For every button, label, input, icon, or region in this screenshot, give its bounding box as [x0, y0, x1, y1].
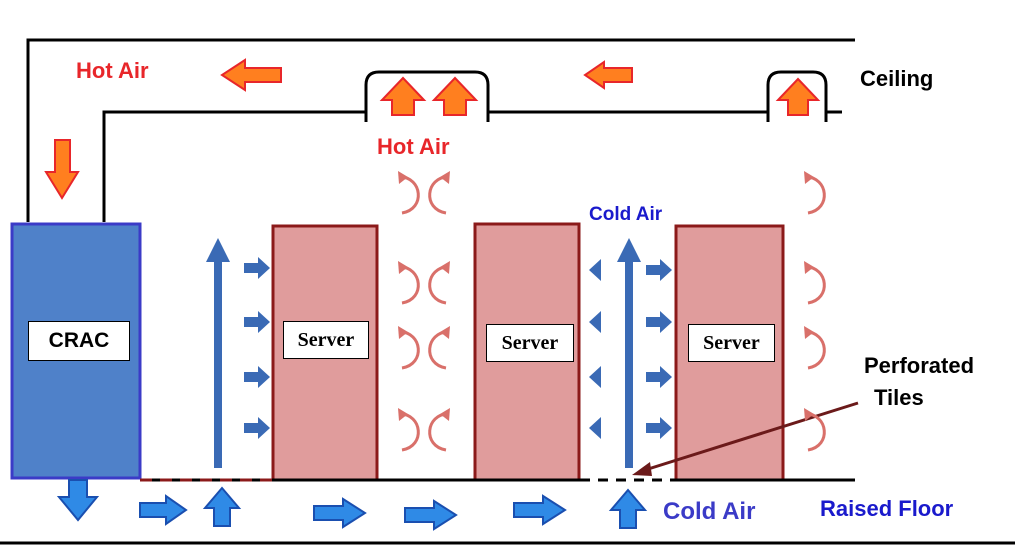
floor-up-arrow	[202, 486, 242, 527]
cold-air-up-arrow	[206, 238, 230, 468]
cold-air-left-arrows	[589, 259, 615, 439]
floor-down-arrow	[56, 479, 100, 522]
cold-air-up-arrow	[617, 238, 641, 468]
floor-right-arrow	[139, 494, 188, 526]
raised-floor-label: Raised Floor	[820, 496, 954, 521]
cold-air-label: Cold Air	[663, 498, 756, 525]
hot-air-label: Hot Air	[76, 58, 149, 83]
hot-air-left-arrow	[583, 60, 633, 90]
cold-air-label: Cold Air	[589, 204, 663, 225]
crac-label: CRAC	[28, 321, 130, 361]
hot-air-up-arrow	[775, 77, 821, 116]
server-label: Server	[688, 324, 775, 362]
perforated-tiles-label: Perforated	[864, 353, 975, 378]
perforated-tiles-label: Tiles	[874, 385, 924, 410]
hot-air-left-arrow	[220, 58, 282, 92]
perforated-tiles-pointer	[632, 401, 859, 476]
hot-air-up-arrow	[379, 76, 427, 116]
hot-air-label: Hot Air	[377, 134, 450, 159]
hot-air-down-arrow	[44, 139, 80, 200]
ceiling-label: Ceiling	[860, 66, 934, 91]
room-outline	[26, 38, 855, 222]
hot-air-up-arrow	[431, 76, 479, 116]
floor-right-arrow	[313, 497, 367, 529]
server-label: Server	[283, 321, 369, 359]
floor-right-arrow	[404, 499, 458, 531]
floor-up-arrow	[608, 488, 648, 529]
floor-right-arrow	[513, 494, 567, 526]
server-label: Server	[486, 324, 574, 362]
